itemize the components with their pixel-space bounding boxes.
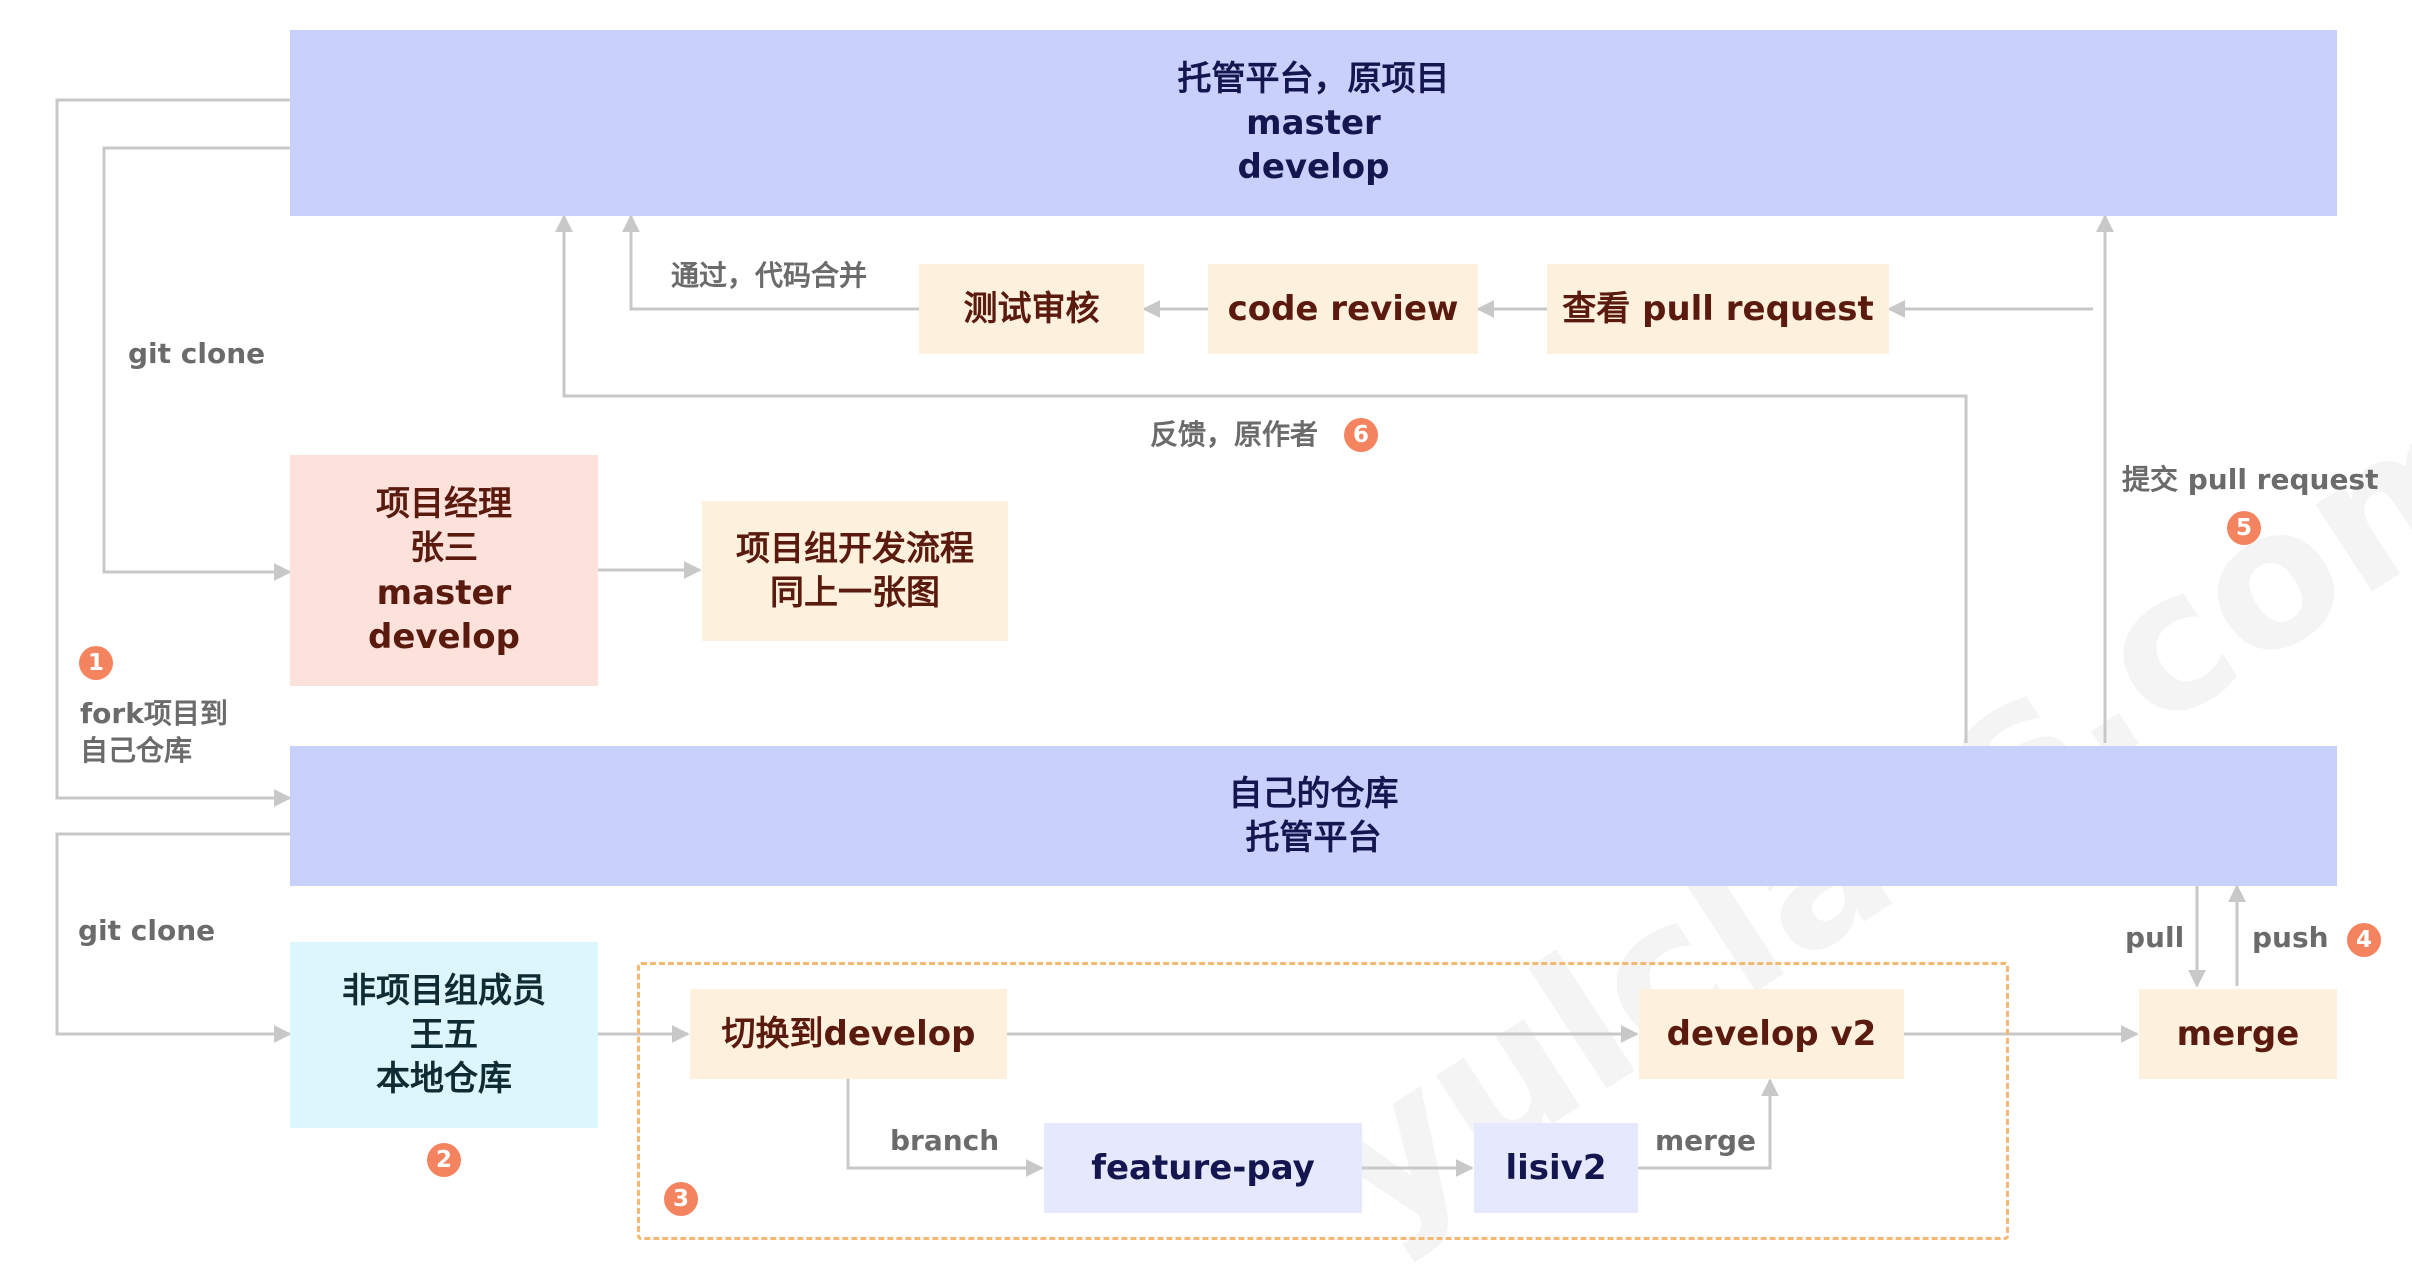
manager-line-3: master: [376, 572, 512, 613]
step-badge-6: 6: [1344, 418, 1378, 452]
lisiv2-text: lisiv2: [1505, 1147, 1607, 1188]
edge-git-clone-bottom: [55, 832, 292, 1043]
node-own-repo: 自己的仓库 托管平台: [290, 746, 2337, 886]
local-dev-group: [637, 962, 2009, 1240]
node-view-pull-request: 查看 pull request: [1547, 264, 1889, 354]
node-switch-develop: 切换到develop: [690, 989, 1007, 1079]
edge-lisiv2-merge: [1638, 1078, 1779, 1170]
node-merge: merge: [2139, 989, 2337, 1079]
node-origin-platform: 托管平台，原项目 master develop: [290, 30, 2337, 216]
member-line-3: 本地仓库: [376, 1059, 512, 1100]
edge-branch: [846, 1079, 1044, 1177]
review-test-text: 测试审核: [963, 288, 1100, 329]
step-badge-5: 5: [2227, 511, 2261, 545]
label-git-clone-bottom: git clone: [78, 914, 216, 947]
node-lisiv2: lisiv2: [1474, 1123, 1638, 1213]
own-repo-line-1: 自己的仓库: [1228, 773, 1399, 814]
node-non-member: 非项目组成员 王五 本地仓库: [290, 942, 598, 1128]
switch-develop-text: 切换到develop: [721, 1013, 976, 1054]
code-review-text: code review: [1227, 288, 1459, 329]
manager-line-1: 项目经理: [376, 484, 512, 525]
merge-text: merge: [2176, 1013, 2300, 1054]
manager-line-4: develop: [368, 616, 520, 657]
node-develop-v2: develop v2: [1639, 989, 1904, 1079]
edge-feedback: [555, 214, 1968, 743]
node-review-test: 测试审核: [919, 264, 1144, 354]
label-merge-edge: merge: [1655, 1124, 1757, 1157]
label-git-clone-top: git clone: [128, 337, 266, 370]
develop-v2-text: develop v2: [1666, 1013, 1877, 1054]
team-flow-line-1: 项目组开发流程: [736, 528, 974, 569]
step-badge-2: 2: [427, 1143, 461, 1177]
origin-line-3: develop: [1237, 147, 1390, 188]
label-fork-line1: fork项目到: [80, 697, 228, 730]
edge-git-clone-top: [102, 146, 292, 581]
member-line-1: 非项目组成员: [342, 970, 546, 1011]
feature-pay-text: feature-pay: [1091, 1147, 1315, 1188]
label-push: push: [2252, 921, 2329, 954]
step-badge-3: 3: [664, 1182, 698, 1216]
own-repo-line-2: 托管平台: [1245, 818, 1382, 858]
label-pull: pull: [2125, 921, 2185, 954]
manager-line-2: 张三: [410, 528, 478, 569]
edge-fork: [55, 98, 292, 807]
step-badge-4: 4: [2347, 923, 2381, 957]
label-pass-merge: 通过，代码合并: [671, 259, 868, 292]
node-feature-pay: feature-pay: [1044, 1123, 1362, 1213]
edge-pass-merge: [622, 214, 919, 311]
view-pr-text: 查看 pull request: [1562, 288, 1874, 329]
node-code-review: code review: [1208, 264, 1478, 354]
label-submit-pr: 提交 pull request: [2122, 463, 2379, 496]
node-project-manager: 项目经理 张三 master develop: [290, 455, 598, 686]
origin-line-2: master: [1246, 102, 1381, 143]
step-badge-1: 1: [79, 646, 113, 680]
label-fork-line2: 自己仓库: [80, 734, 193, 767]
origin-line-1: 托管平台，原项目: [1177, 58, 1450, 99]
node-team-flow: 项目组开发流程 同上一张图: [702, 501, 1008, 641]
label-branch: branch: [890, 1124, 1000, 1157]
label-feedback: 反馈，原作者: [1150, 418, 1319, 451]
team-flow-line-2: 同上一张图: [770, 573, 940, 613]
member-line-2: 王五: [410, 1014, 478, 1055]
